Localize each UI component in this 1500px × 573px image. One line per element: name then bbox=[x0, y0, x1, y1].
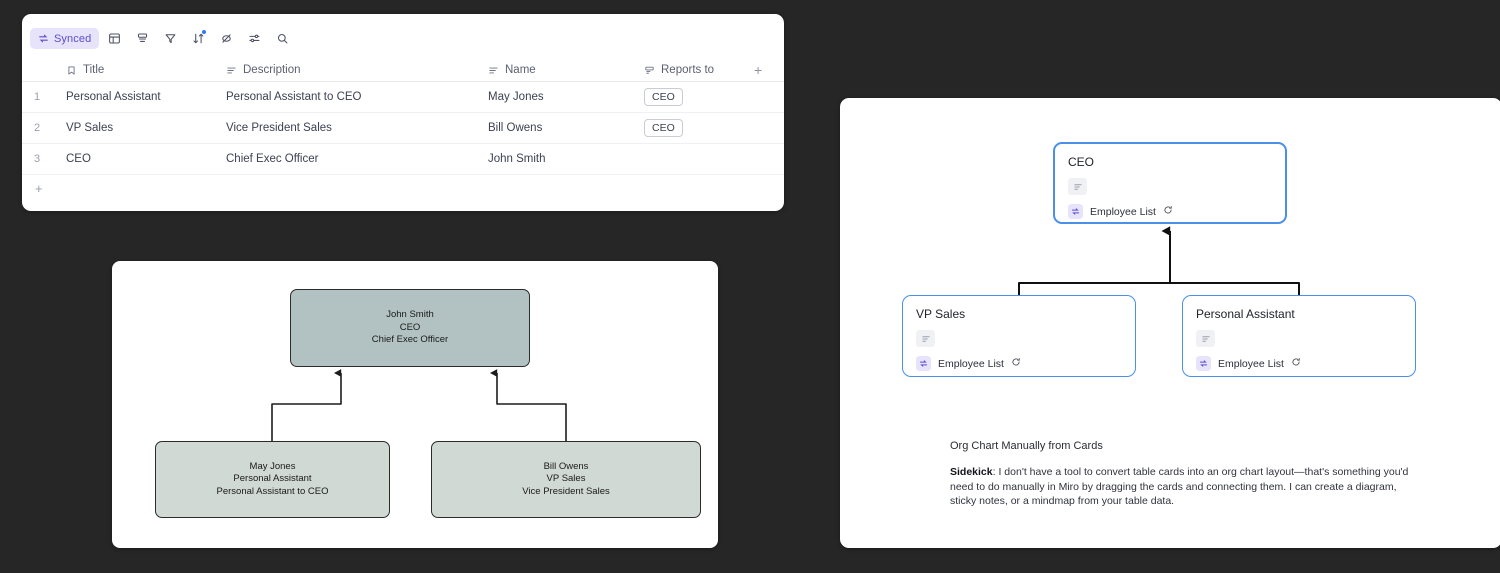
column-header-title[interactable]: Title bbox=[66, 64, 226, 76]
refresh-icon[interactable] bbox=[1291, 357, 1301, 370]
diagram-node-line1: Bill Owens bbox=[543, 460, 589, 472]
table-row[interactable]: 2 VP Sales Vice President Sales Bill Owe… bbox=[22, 113, 784, 144]
row-number: 1 bbox=[34, 91, 41, 103]
card-source-row[interactable]: Employee List bbox=[916, 356, 1122, 371]
column-header-reports-to-label: Reports to bbox=[661, 64, 715, 76]
row-number: 2 bbox=[34, 122, 41, 134]
column-header-name[interactable]: Name bbox=[488, 64, 644, 76]
refresh-icon[interactable] bbox=[1011, 357, 1021, 370]
card-source-row[interactable]: Employee List bbox=[1068, 204, 1272, 219]
sync-icon bbox=[38, 33, 49, 44]
cell-name[interactable]: Bill Owens bbox=[488, 122, 543, 134]
diagram-node-line2: Personal Assistant bbox=[233, 473, 312, 485]
text-lines-icon bbox=[488, 65, 499, 76]
text-lines-icon bbox=[226, 65, 237, 76]
cell-reports-to[interactable]: CEO bbox=[644, 88, 754, 106]
cell-description[interactable]: Chief Exec Officer bbox=[226, 153, 319, 165]
diagram-node-line3: Vice President Sales bbox=[522, 485, 610, 497]
cell-title[interactable]: Personal Assistant bbox=[66, 91, 161, 103]
note-block: Org Chart Manually from Cards Sidekick: … bbox=[950, 439, 1420, 509]
table-row[interactable]: 3 CEO Chief Exec Officer John Smith bbox=[22, 144, 784, 175]
row-number: 3 bbox=[34, 153, 41, 165]
description-field-icon bbox=[916, 330, 935, 347]
add-column-button[interactable]: + bbox=[754, 62, 784, 78]
diagram-node-line1: John Smith bbox=[386, 309, 434, 321]
card-link-icon bbox=[644, 65, 655, 76]
table-panel: Synced bbox=[22, 14, 784, 211]
settings-sliders-icon[interactable] bbox=[241, 28, 267, 50]
bookmark-icon bbox=[66, 65, 77, 76]
diagram-node-line2: VP Sales bbox=[546, 473, 586, 485]
diagram-node-ceo[interactable]: John Smith CEO Chief Exec Officer bbox=[290, 289, 530, 367]
cell-name[interactable]: May Jones bbox=[488, 91, 544, 103]
add-row-button[interactable]: + bbox=[22, 175, 784, 201]
sync-icon bbox=[1068, 204, 1083, 219]
card-source-label: Employee List bbox=[1090, 205, 1156, 218]
diagram-node-line1: May Jones bbox=[249, 460, 296, 472]
card-title: CEO bbox=[1068, 155, 1095, 169]
diagram-node-line3: Personal Assistant to CEO bbox=[216, 485, 329, 497]
description-field-icon bbox=[1068, 178, 1087, 195]
cell-description[interactable]: Personal Assistant to CEO bbox=[226, 91, 362, 103]
column-header-description-label: Description bbox=[243, 64, 301, 76]
refresh-icon[interactable] bbox=[1163, 205, 1173, 218]
note-title: Org Chart Manually from Cards bbox=[950, 440, 1103, 452]
diagram-node-line3: Chief Exec Officer bbox=[371, 334, 449, 346]
sync-icon bbox=[1196, 356, 1211, 371]
reports-to-chip[interactable]: CEO bbox=[644, 88, 683, 106]
canvas-card-vp-sales[interactable]: VP Sales Employee List bbox=[902, 295, 1136, 377]
column-header-description[interactable]: Description bbox=[226, 64, 488, 76]
table-row[interactable]: 1 Personal Assistant Personal Assistant … bbox=[22, 82, 784, 113]
column-header-title-label: Title bbox=[83, 64, 105, 76]
table-header-row: Title Description Name bbox=[22, 59, 784, 82]
column-header-name-label: Name bbox=[505, 64, 536, 76]
card-source-row[interactable]: Employee List bbox=[1196, 356, 1402, 371]
cell-name[interactable]: John Smith bbox=[488, 153, 546, 165]
synced-label: Synced bbox=[54, 32, 92, 45]
card-source-label: Employee List bbox=[1218, 357, 1284, 370]
canvas-card-personal-assistant[interactable]: Personal Assistant Employee List bbox=[1182, 295, 1416, 377]
cell-title[interactable]: VP Sales bbox=[66, 122, 114, 134]
cell-title[interactable]: CEO bbox=[66, 153, 91, 165]
add-column-label: + bbox=[754, 62, 763, 78]
canvas-card-ceo[interactable]: CEO Employee List bbox=[1053, 142, 1287, 224]
card-source-label: Employee List bbox=[938, 357, 1004, 370]
diagram-node-personal-assistant[interactable]: May Jones Personal Assistant Personal As… bbox=[155, 441, 390, 518]
card-canvas-panel: CEO Employee List bbox=[840, 98, 1500, 548]
cell-description[interactable]: Vice President Sales bbox=[226, 122, 332, 134]
note-text: : I don't have a tool to convert table c… bbox=[950, 466, 1409, 508]
diagram-node-vp-sales[interactable]: Bill Owens VP Sales Vice President Sales bbox=[431, 441, 701, 518]
org-diagram-panel: John Smith CEO Chief Exec Officer May Jo… bbox=[112, 261, 718, 548]
layout-icon[interactable] bbox=[101, 28, 127, 50]
card-title: VP Sales bbox=[916, 307, 966, 321]
synced-badge[interactable]: Synced bbox=[30, 28, 100, 49]
note-speaker: Sidekick bbox=[950, 466, 993, 478]
cell-reports-to[interactable]: CEO bbox=[644, 119, 754, 137]
filter-icon[interactable] bbox=[157, 28, 183, 50]
description-field-icon bbox=[1196, 330, 1215, 347]
hide-fields-icon[interactable] bbox=[213, 28, 239, 50]
add-row-label: + bbox=[35, 180, 43, 196]
card-title: Personal Assistant bbox=[1196, 307, 1295, 321]
search-icon[interactable] bbox=[269, 28, 295, 50]
sort-active-dot bbox=[202, 29, 207, 34]
sort-icon[interactable] bbox=[185, 28, 211, 50]
table-toolbar: Synced bbox=[22, 25, 784, 52]
note-body: Sidekick: I don't have a tool to convert… bbox=[950, 465, 1420, 509]
reports-to-chip[interactable]: CEO bbox=[644, 119, 683, 137]
group-icon[interactable] bbox=[129, 28, 155, 50]
column-header-reports-to[interactable]: Reports to bbox=[644, 64, 754, 76]
diagram-node-line2: CEO bbox=[399, 321, 421, 333]
sync-icon bbox=[916, 356, 931, 371]
